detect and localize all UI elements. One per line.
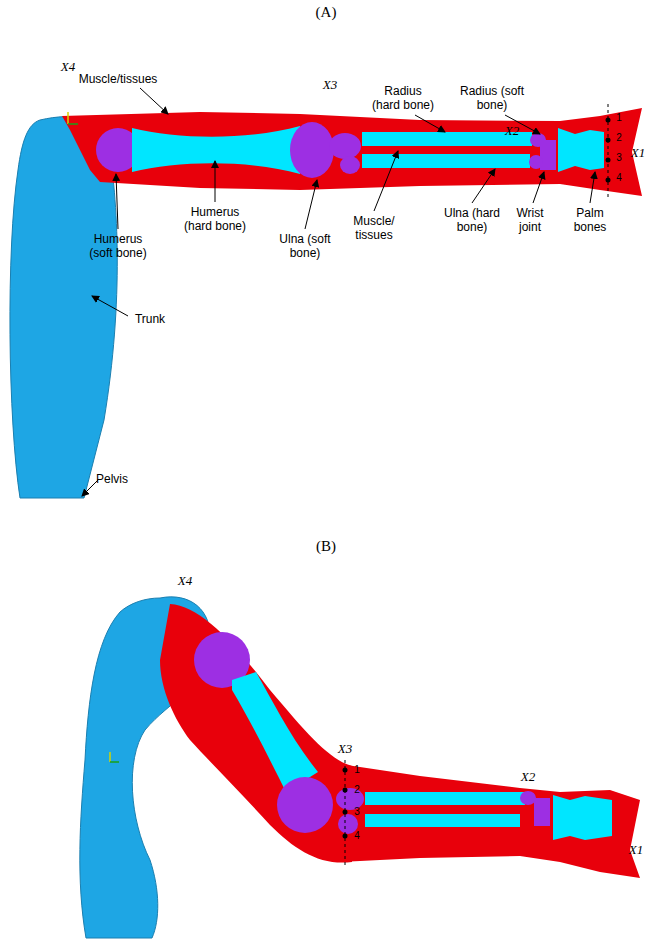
part-label: Wrist joint <box>510 206 550 234</box>
callout-number: 1 <box>354 764 360 775</box>
section-marker: X4 <box>178 574 192 588</box>
humerus-hard-bone <box>232 672 318 792</box>
callout-number: 4 <box>616 172 622 183</box>
part-label: Radius (soft bone) <box>459 84 525 112</box>
callout-number: 4 <box>354 830 360 841</box>
muscle-tissue <box>62 108 642 196</box>
radius-soft-bone <box>520 791 536 805</box>
leader-arrows <box>82 88 595 496</box>
wrist-joint <box>529 155 543 169</box>
callout-number: 2 <box>616 132 622 143</box>
humerus-hard-bone <box>132 126 300 174</box>
radius-hard-bone <box>365 792 525 805</box>
section-marker: X2 <box>521 770 535 784</box>
panel-label: (A) <box>316 4 337 21</box>
section-points <box>343 768 348 839</box>
callout-number: 1 <box>616 112 622 123</box>
axis-triad <box>68 112 78 124</box>
wrist-joint <box>534 798 550 826</box>
part-label: Muscle/ tissues <box>349 214 399 242</box>
part-label: Palm bones <box>569 206 611 234</box>
callout-number: 3 <box>354 806 360 817</box>
part-label: Radius (hard bone) <box>370 84 436 112</box>
part-label: Trunk <box>135 312 165 326</box>
section-marker: X4 <box>61 60 75 74</box>
axis-triad <box>110 752 119 762</box>
elbow-bone <box>290 122 334 178</box>
callout-number: 3 <box>616 152 622 163</box>
ulna-soft-bone <box>340 156 360 174</box>
ulna-hard-bone <box>365 814 520 827</box>
section-marker: X3 <box>338 742 352 756</box>
muscle-tissue <box>160 604 352 863</box>
ulna-soft-bone <box>329 133 361 159</box>
muscle-tissue <box>340 764 640 878</box>
elbow-bone <box>277 777 333 833</box>
part-label: Ulna (hard bone) <box>438 206 506 234</box>
section-points <box>606 118 611 183</box>
ulna-hard-bone <box>362 154 530 168</box>
section-marker: X3 <box>323 78 337 92</box>
part-label: Pelvis <box>96 472 128 486</box>
part-label: Muscle/tissues <box>79 72 158 86</box>
part-label: Humerus (hard bone) <box>178 205 253 233</box>
section-marker: X1 <box>631 146 645 160</box>
panel-label: (B) <box>316 538 336 555</box>
part-label: Ulna (soft bone) <box>272 232 338 260</box>
palm-bones <box>558 128 604 172</box>
ulna-soft-bone <box>336 788 364 810</box>
section-marker: X2 <box>505 124 519 138</box>
wrist-joint <box>540 140 556 170</box>
part-label: Humerus (soft bone) <box>83 232 153 260</box>
palm-bones <box>553 795 612 840</box>
section-marker: X1 <box>629 843 643 857</box>
callout-number: 2 <box>354 784 360 795</box>
